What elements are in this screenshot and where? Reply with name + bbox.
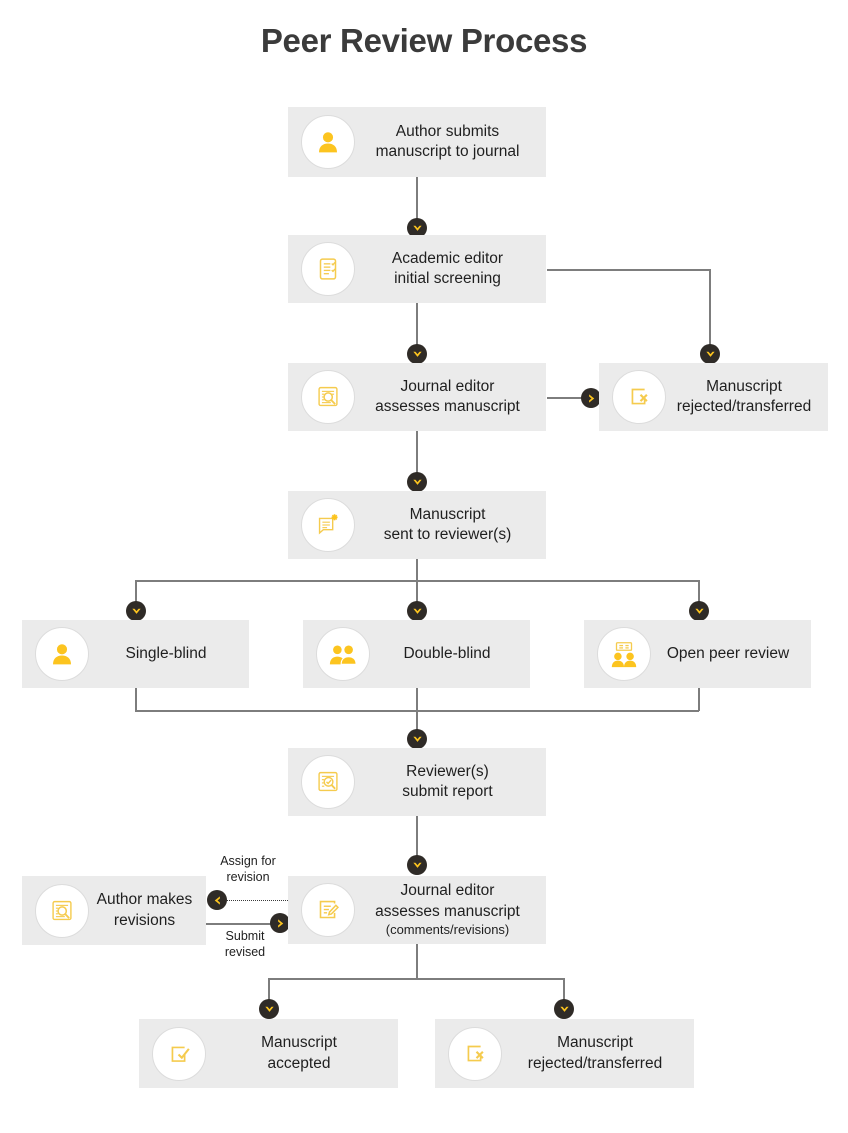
node-label: Journal editor assesses manuscript	[375, 377, 520, 415]
connector-merge-stem	[416, 710, 418, 734]
node-label: Author submits manuscript to journal	[375, 122, 520, 160]
arrow-right-rejected-top	[581, 388, 601, 408]
node-label: Author makes revisions	[96, 891, 193, 929]
node-label: Manuscript rejected/transferred	[527, 1034, 663, 1072]
connector-merge-mid	[416, 686, 418, 711]
arrow-down-open-review	[689, 601, 709, 621]
connector-journal1-to-rejected	[547, 397, 583, 399]
node-label: Academic editor initial screening	[391, 249, 504, 287]
page-title: Peer Review Process	[260, 22, 588, 59]
arrow-down-journal2	[407, 855, 427, 875]
arrow-down-single-blind	[126, 601, 146, 621]
node-open-peer-review[interactable]: Open peer review	[584, 620, 811, 688]
connector-split-mid	[416, 580, 418, 604]
node-manuscript-rejected-bottom[interactable]: Manuscript rejected/transferred	[435, 1019, 694, 1088]
connector-bottom-right	[563, 978, 565, 1002]
connector-bottom-left	[268, 978, 270, 1002]
two-people-icon	[316, 627, 370, 681]
connector-academic-to-journal1	[416, 303, 418, 358]
arrow-down-rejected-bottom	[554, 999, 574, 1019]
person-icon	[301, 115, 355, 169]
node-label: Journal editor assesses manuscript (comme…	[355, 881, 546, 939]
connector-academic-to-rejected-v	[709, 269, 711, 358]
edge-label-submit-revised: Submit revised	[224, 929, 266, 959]
edge-label-assign-for-revision: Assign for revision	[220, 854, 276, 884]
node-label: Reviewer(s) submit report	[402, 762, 493, 800]
document-x-icon	[612, 370, 666, 424]
document-review-check-icon	[301, 755, 355, 809]
node-label: Manuscript rejected/transferred	[676, 377, 812, 415]
node-label-main: Journal editor assesses manuscript	[375, 882, 520, 920]
document-pencil-icon	[301, 883, 355, 937]
connector-academic-to-rejected-h	[547, 269, 710, 271]
connector-author-to-academic	[416, 177, 418, 233]
arrow-down-rejected-top	[700, 344, 720, 364]
connector-journal2-split-stem	[416, 944, 418, 979]
arrow-down-academic	[407, 218, 427, 238]
connector-reviewers-split-stem	[416, 558, 418, 581]
checklist-document-icon	[301, 242, 355, 296]
arrow-down-double-blind	[407, 601, 427, 621]
node-single-blind[interactable]: Single-blind	[22, 620, 249, 688]
node-journal-editor-comments[interactable]: Journal editor assesses manuscript (comme…	[288, 876, 546, 944]
connector-submit-revised	[204, 923, 276, 925]
connector-merge-right	[698, 686, 700, 711]
connector-assign-for-revision	[224, 900, 290, 901]
node-label: Double-blind	[403, 644, 491, 662]
node-author-makes-revisions[interactable]: Author makes revisions	[22, 876, 206, 945]
node-label: Manuscript accepted	[261, 1034, 337, 1072]
arrow-down-journal1	[407, 344, 427, 364]
node-journal-editor-assesses[interactable]: Journal editor assesses manuscript	[288, 363, 546, 431]
node-label: Manuscript sent to reviewer(s)	[383, 505, 512, 543]
document-magnifier-icon	[35, 883, 89, 938]
arrow-down-reviewers	[407, 472, 427, 492]
node-label: Open peer review	[666, 644, 790, 662]
document-magnifier-icon	[301, 370, 355, 424]
node-manuscript-rejected-top[interactable]: Manuscript rejected/transferred	[599, 363, 828, 431]
document-check-icon	[152, 1026, 206, 1081]
person-icon	[35, 627, 89, 681]
connector-split-left	[135, 580, 137, 604]
arrow-right-submit-revised	[270, 913, 290, 933]
node-manuscript-accepted[interactable]: Manuscript accepted	[139, 1019, 398, 1088]
arrow-down-accepted	[259, 999, 279, 1019]
connector-split-right	[698, 580, 700, 604]
arrow-left-assign-revision	[207, 890, 227, 910]
arrow-down-submit-report	[407, 729, 427, 749]
connector-merge-left	[135, 686, 137, 711]
node-academic-editor[interactable]: Academic editor initial screening	[288, 235, 546, 303]
connector-bottom-split-bar	[268, 978, 564, 980]
node-sent-to-reviewers[interactable]: Manuscript sent to reviewer(s)	[288, 491, 546, 559]
node-reviewers-submit-report[interactable]: Reviewer(s) submit report	[288, 748, 546, 816]
node-label-sub: (comments/revisions)	[385, 922, 510, 937]
node-label: Single-blind	[125, 644, 207, 662]
node-author-submits[interactable]: Author submits manuscript to journal	[288, 107, 546, 177]
document-x-icon	[448, 1026, 502, 1081]
people-presentation-icon	[597, 627, 651, 681]
connector-report-to-journal2	[416, 814, 418, 868]
document-sparkle-icon	[301, 498, 355, 552]
connector-journal1-to-reviewers	[416, 431, 418, 486]
node-double-blind[interactable]: Double-blind	[303, 620, 530, 688]
